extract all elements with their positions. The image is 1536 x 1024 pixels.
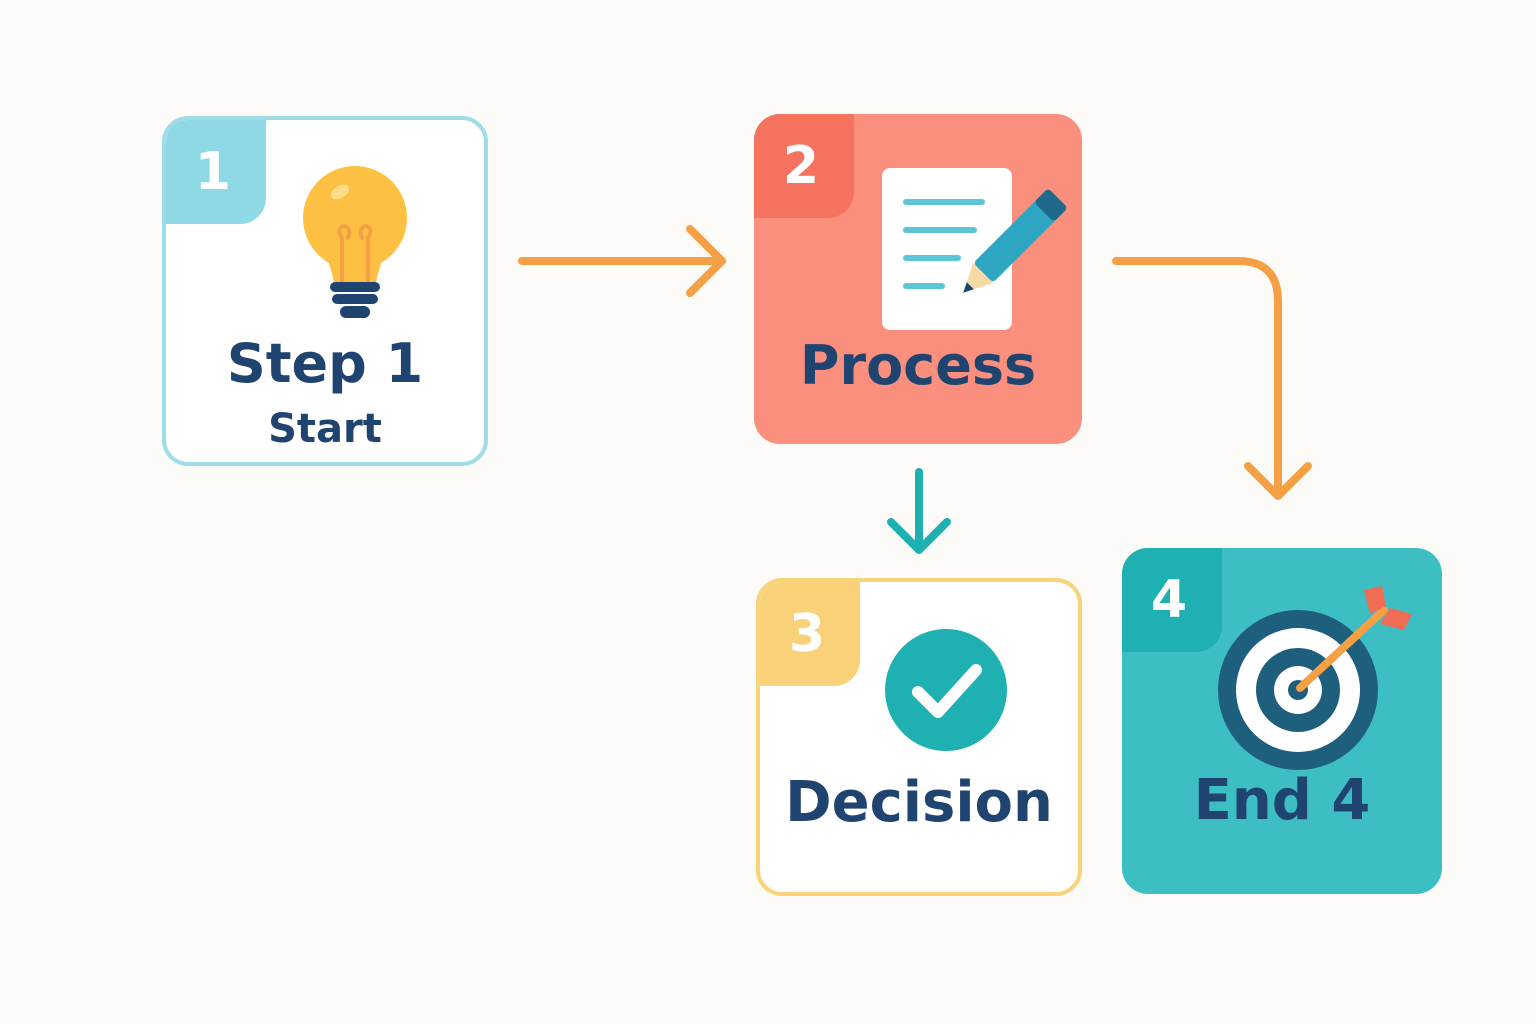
step-1-card[interactable]: 1 Step 1 Start xyxy=(162,116,488,466)
step-title: Decision xyxy=(785,770,1053,835)
step-number-badge: 2 xyxy=(754,114,854,218)
arrow-step1-to-step2 xyxy=(518,225,726,297)
lightbulb-icon xyxy=(303,166,407,318)
checkmark-icon xyxy=(885,629,1007,751)
step-title: Process xyxy=(799,334,1037,397)
step-3-card[interactable]: 3 Decision xyxy=(756,578,1082,896)
step-title: End 4 xyxy=(1193,768,1371,833)
target-icon xyxy=(1218,586,1412,770)
step-number-badge: 4 xyxy=(1122,548,1222,652)
step-subtitle: Start xyxy=(268,406,382,452)
step-2-card[interactable]: 2 Process xyxy=(754,114,1082,444)
step-4-card[interactable]: 4 End 4 xyxy=(1122,548,1442,894)
arrow-step2-to-step4 xyxy=(1112,257,1312,500)
step-title: Step 1 xyxy=(226,332,424,395)
arrow-step2-to-step3 xyxy=(887,468,951,554)
step-number-badge: 1 xyxy=(166,120,266,224)
step-number-badge: 3 xyxy=(760,582,860,686)
document-pencil-icon xyxy=(882,168,1067,330)
